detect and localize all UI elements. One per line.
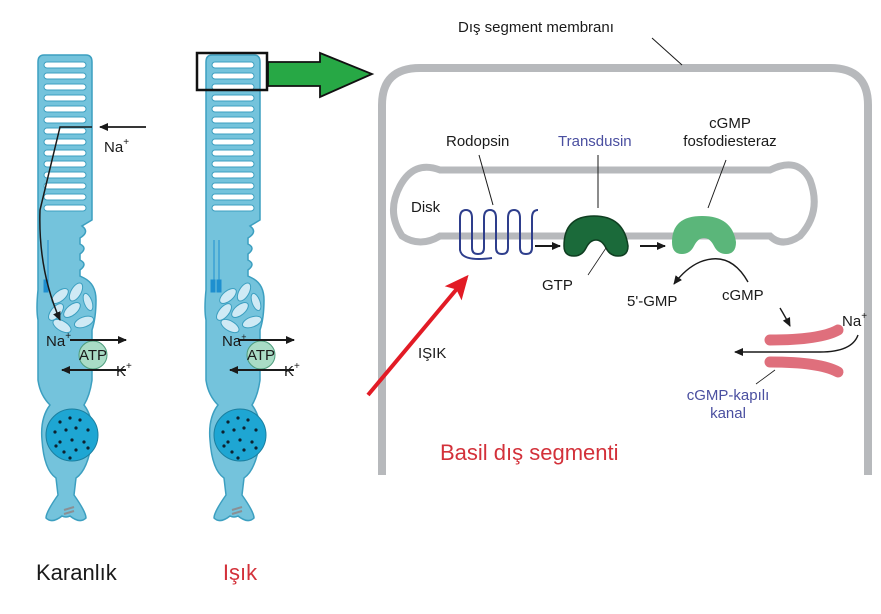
membrane-label: Dış segment membranı <box>458 19 614 36</box>
atp-label: ATP <box>79 347 107 364</box>
cgmp-gated-channel-upper <box>764 324 844 346</box>
atp-pump: ATP <box>246 340 276 370</box>
cgmp-label: cGMP <box>722 287 764 304</box>
na-in-label: Na+ <box>104 137 129 156</box>
rod-cell-dark: ATP Na+ Na+ K+ Karanlık <box>36 54 146 585</box>
outer-segment-detail: Dış segment membranı Disk Rodopsin Trans… <box>366 19 872 475</box>
transducin-label: Transdusin <box>558 133 632 150</box>
zoom-arrow <box>267 51 375 99</box>
channel-label-line1: cGMP-kapılı <box>687 387 770 404</box>
cell-body <box>36 54 97 522</box>
pump-k-label: K+ <box>116 361 132 380</box>
cgmp-to-channel-arrow <box>779 307 791 327</box>
disc-stack <box>43 61 87 212</box>
pde-leader <box>707 159 727 209</box>
cgmp-gated-channel-lower <box>764 356 844 378</box>
cilium <box>210 240 222 293</box>
detail-na-label: Na+ <box>842 311 867 330</box>
light-label: IŞIK <box>418 345 446 362</box>
pde-label-line2: fosfodiesteraz <box>683 133 776 150</box>
rod-cell-light: ATP Na+ K+ Işık <box>204 54 300 585</box>
channel-leader <box>755 369 776 385</box>
mitochondria <box>48 282 95 334</box>
gmp5-label: 5'-GMP <box>627 293 677 310</box>
disk-label: Disk <box>411 199 441 216</box>
region-label: Basil dış segmenti <box>440 440 619 465</box>
synaptic-vesicles <box>231 506 243 515</box>
rhodopsin <box>459 208 539 260</box>
pump-k-label: K+ <box>284 361 300 380</box>
pde-label-line1: cGMP <box>709 115 751 132</box>
caption-light: Işık <box>223 560 258 585</box>
disk <box>390 161 818 246</box>
na-influx-arrow <box>734 334 859 356</box>
rhodopsin-leader <box>478 154 494 206</box>
zoom-selection-box <box>195 51 269 92</box>
gtp-label: GTP <box>542 277 573 294</box>
nucleus <box>213 408 267 462</box>
transducin <box>563 215 629 257</box>
disc-stack <box>211 61 255 212</box>
caption-dark: Karanlık <box>36 560 118 585</box>
cell-body <box>204 54 265 522</box>
nucleus <box>45 408 99 462</box>
rhodopsin-label: Rodopsin <box>446 133 509 150</box>
channel-label-line2: kanal <box>710 405 746 422</box>
pump-na-label: Na+ <box>222 332 246 350</box>
outer-segment-membrane <box>378 64 872 475</box>
pump-na-label: Na+ <box>46 331 71 350</box>
hydrolysis-arrow <box>673 258 749 285</box>
cgmp-phosphodiesterase <box>672 216 736 254</box>
atp-pump: ATP <box>78 340 108 370</box>
na-current-path <box>39 126 92 321</box>
mitochondria <box>216 282 263 334</box>
gtp-leader <box>587 247 607 276</box>
synaptic-vesicles <box>63 506 75 515</box>
membrane-leader <box>651 37 683 66</box>
light-arrow <box>366 274 469 397</box>
atp-label: ATP <box>247 347 275 364</box>
